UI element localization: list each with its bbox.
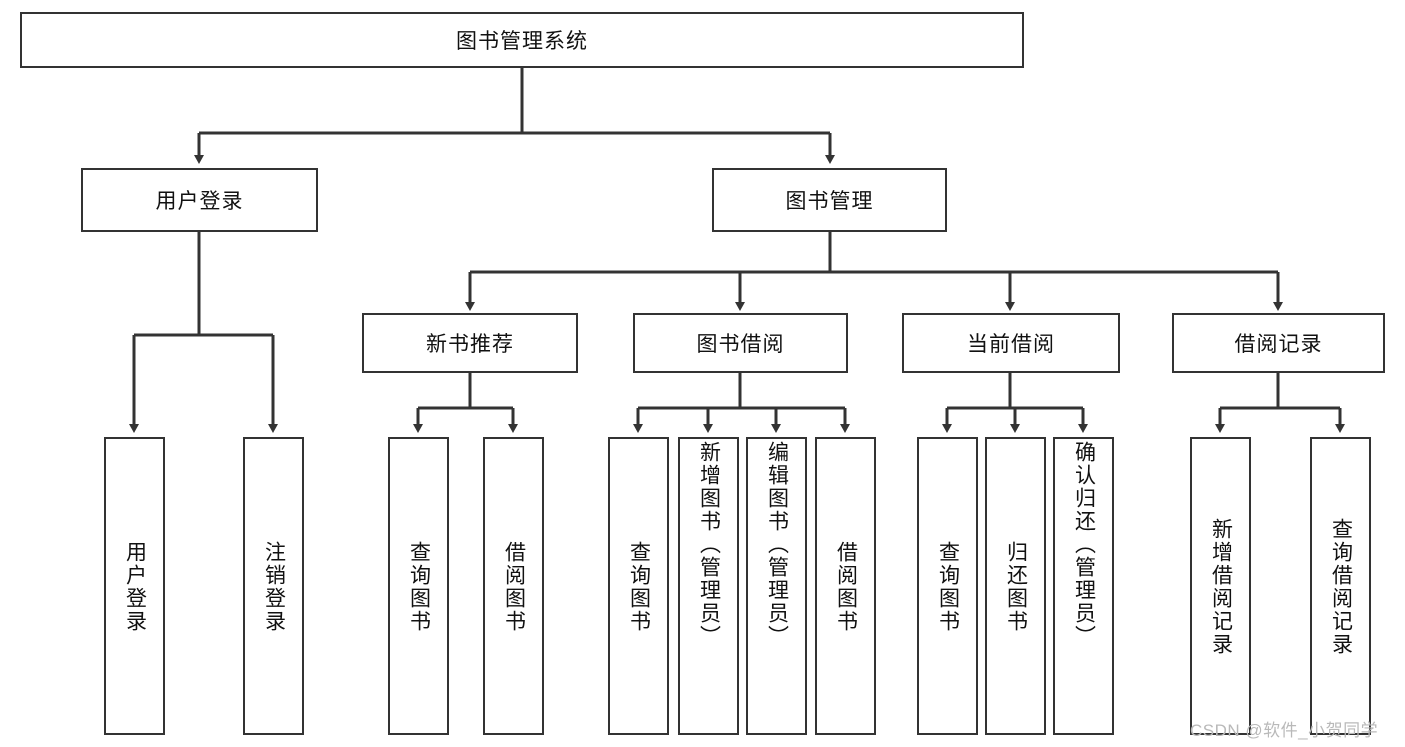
node-leaf-newbook-borrow-label: 借阅图书 — [502, 541, 526, 633]
node-leaf-edit-book-admin[interactable]: 编辑图书（管理员） — [746, 437, 807, 735]
node-root-label: 图书管理系统 — [456, 30, 588, 53]
node-leaf-current-query-book[interactable]: 查询图书 — [917, 437, 978, 735]
node-leaf-user-login[interactable]: 用户登录 — [104, 437, 165, 735]
node-leaf-newbook-borrow[interactable]: 借阅图书 — [483, 437, 544, 735]
node-leaf-add-borrow-record-label: 新增借阅记录 — [1209, 518, 1233, 656]
node-current-borrow[interactable]: 当前借阅 — [902, 313, 1120, 373]
node-leaf-query-borrow-record[interactable]: 查询借阅记录 — [1310, 437, 1371, 735]
node-new-book-recommend[interactable]: 新书推荐 — [362, 313, 578, 373]
node-leaf-user-login-label: 用户登录 — [123, 541, 147, 633]
node-book-borrow[interactable]: 图书借阅 — [633, 313, 848, 373]
node-leaf-logout-label: 注销登录 — [262, 541, 286, 633]
node-leaf-add-book-admin-label: 新增图书（管理员） — [697, 441, 721, 648]
node-leaf-current-query-book-label: 查询图书 — [936, 541, 960, 633]
node-borrow-record[interactable]: 借阅记录 — [1172, 313, 1385, 373]
node-user-login[interactable]: 用户登录 — [81, 168, 318, 232]
node-leaf-add-book-admin[interactable]: 新增图书（管理员） — [678, 437, 739, 735]
node-new-book-recommend-label: 新书推荐 — [426, 333, 514, 356]
node-leaf-return-book-label: 归还图书 — [1004, 541, 1028, 633]
node-current-borrow-label: 当前借阅 — [967, 333, 1055, 356]
node-leaf-newbook-query-label: 查询图书 — [407, 541, 431, 633]
node-leaf-borrow-query-book[interactable]: 查询图书 — [608, 437, 669, 735]
node-leaf-edit-book-admin-label: 编辑图书（管理员） — [765, 441, 789, 648]
node-leaf-borrow-book-label: 借阅图书 — [834, 541, 858, 633]
watermark: CSDN @软件_小贺同学 — [1190, 721, 1379, 740]
node-leaf-logout[interactable]: 注销登录 — [243, 437, 304, 735]
node-leaf-add-borrow-record[interactable]: 新增借阅记录 — [1190, 437, 1251, 735]
node-leaf-borrow-book[interactable]: 借阅图书 — [815, 437, 876, 735]
node-root[interactable]: 图书管理系统 — [20, 12, 1024, 68]
node-borrow-record-label: 借阅记录 — [1234, 333, 1323, 356]
node-leaf-query-borrow-record-label: 查询借阅记录 — [1329, 518, 1353, 656]
node-leaf-newbook-query[interactable]: 查询图书 — [388, 437, 449, 735]
node-leaf-confirm-return-admin[interactable]: 确认归还（管理员） — [1053, 437, 1114, 735]
node-user-login-label: 用户登录 — [155, 190, 244, 213]
node-book-management-label: 图书管理 — [785, 190, 874, 213]
node-leaf-confirm-return-admin-label: 确认归还（管理员） — [1072, 441, 1096, 648]
node-leaf-borrow-query-book-label: 查询图书 — [627, 541, 651, 633]
node-book-borrow-label: 图书借阅 — [696, 333, 785, 356]
node-book-management[interactable]: 图书管理 — [712, 168, 947, 232]
node-leaf-return-book[interactable]: 归还图书 — [985, 437, 1046, 735]
